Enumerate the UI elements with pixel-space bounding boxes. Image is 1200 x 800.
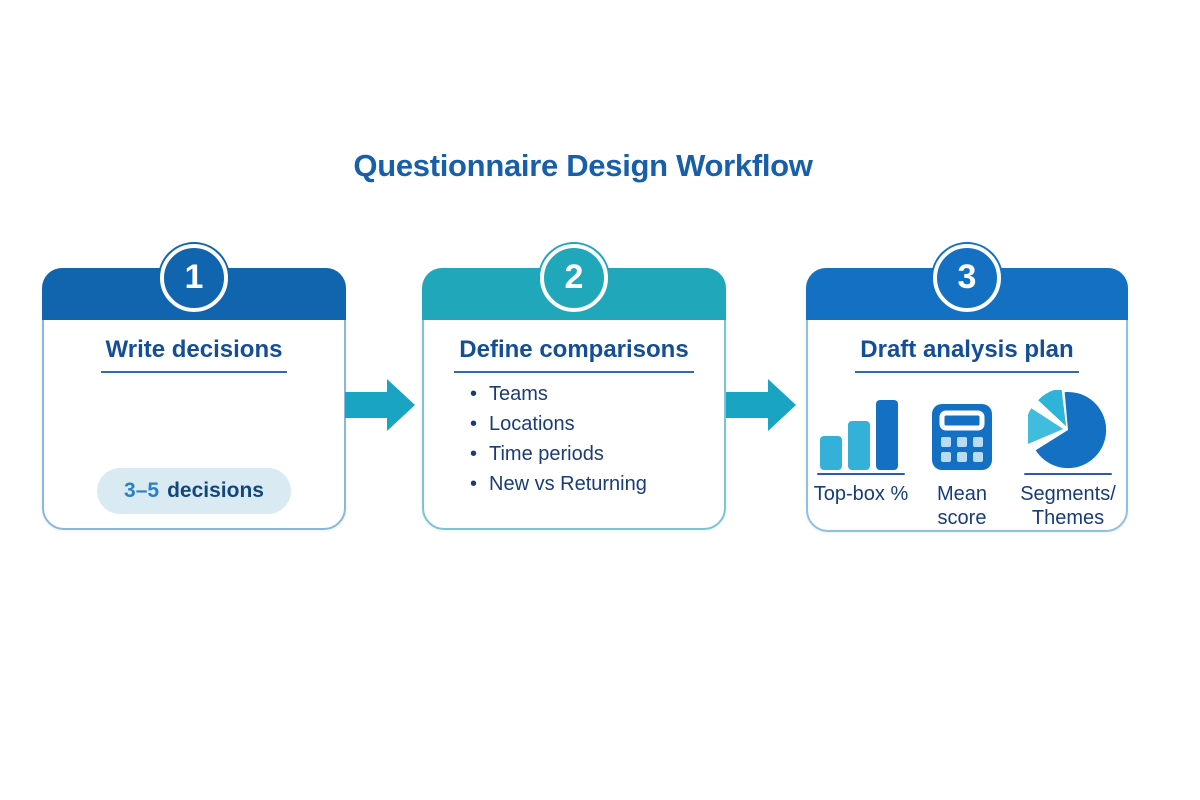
step-number-badge: 1 bbox=[160, 244, 228, 312]
list-item: Time periods bbox=[470, 439, 724, 469]
spacer bbox=[918, 473, 1006, 475]
list-item: New vs Returning bbox=[470, 469, 724, 499]
card-title: Draft analysis plan bbox=[855, 336, 1079, 373]
icon-axis-line bbox=[817, 473, 905, 475]
list-item: Teams bbox=[470, 379, 724, 409]
card-title: Define comparisons bbox=[454, 336, 694, 373]
metric-top-box: Top-box % bbox=[808, 392, 914, 506]
pie-chart-icon bbox=[1028, 390, 1107, 469]
arrow-right-icon bbox=[345, 379, 415, 431]
metric-label: Top-box % bbox=[813, 483, 909, 505]
metric-label: Segments/ Themes bbox=[1020, 483, 1116, 529]
calculator-icon bbox=[932, 404, 992, 470]
page-title: Questionnaire Design Workflow bbox=[353, 148, 813, 183]
pill-rest-text: decisions bbox=[167, 479, 264, 502]
step-number: 3 bbox=[957, 258, 977, 296]
step-card-draft-analysis-plan: 3 Draft analysis plan Top-box % bbox=[806, 244, 1128, 532]
metric-segments-themes: Segments/ Themes bbox=[1010, 390, 1126, 530]
step-number: 1 bbox=[184, 258, 204, 296]
bar-chart-icon bbox=[820, 400, 898, 470]
step-card-write-decisions: 1 Write decisions 3–5 decisions bbox=[42, 244, 346, 530]
step-number-badge: 3 bbox=[933, 244, 1001, 312]
arrow-right-icon bbox=[726, 379, 796, 431]
icon-axis-line bbox=[1024, 473, 1112, 475]
metric-mean-score: Mean score bbox=[916, 392, 1008, 530]
metric-label: Mean score bbox=[936, 483, 988, 529]
step-number: 2 bbox=[564, 258, 584, 296]
list-item: Locations bbox=[470, 409, 724, 439]
card-title: Write decisions bbox=[100, 336, 288, 373]
step-number-badge: 2 bbox=[540, 244, 608, 312]
step-card-define-comparisons: 2 Define comparisons Teams Locations Tim… bbox=[422, 244, 726, 530]
pill-highlight-text: 3–5 bbox=[124, 479, 160, 502]
decision-count-pill: 3–5 decisions bbox=[97, 468, 291, 514]
comparison-bullet-list: Teams Locations Time periods New vs Retu… bbox=[470, 379, 724, 499]
